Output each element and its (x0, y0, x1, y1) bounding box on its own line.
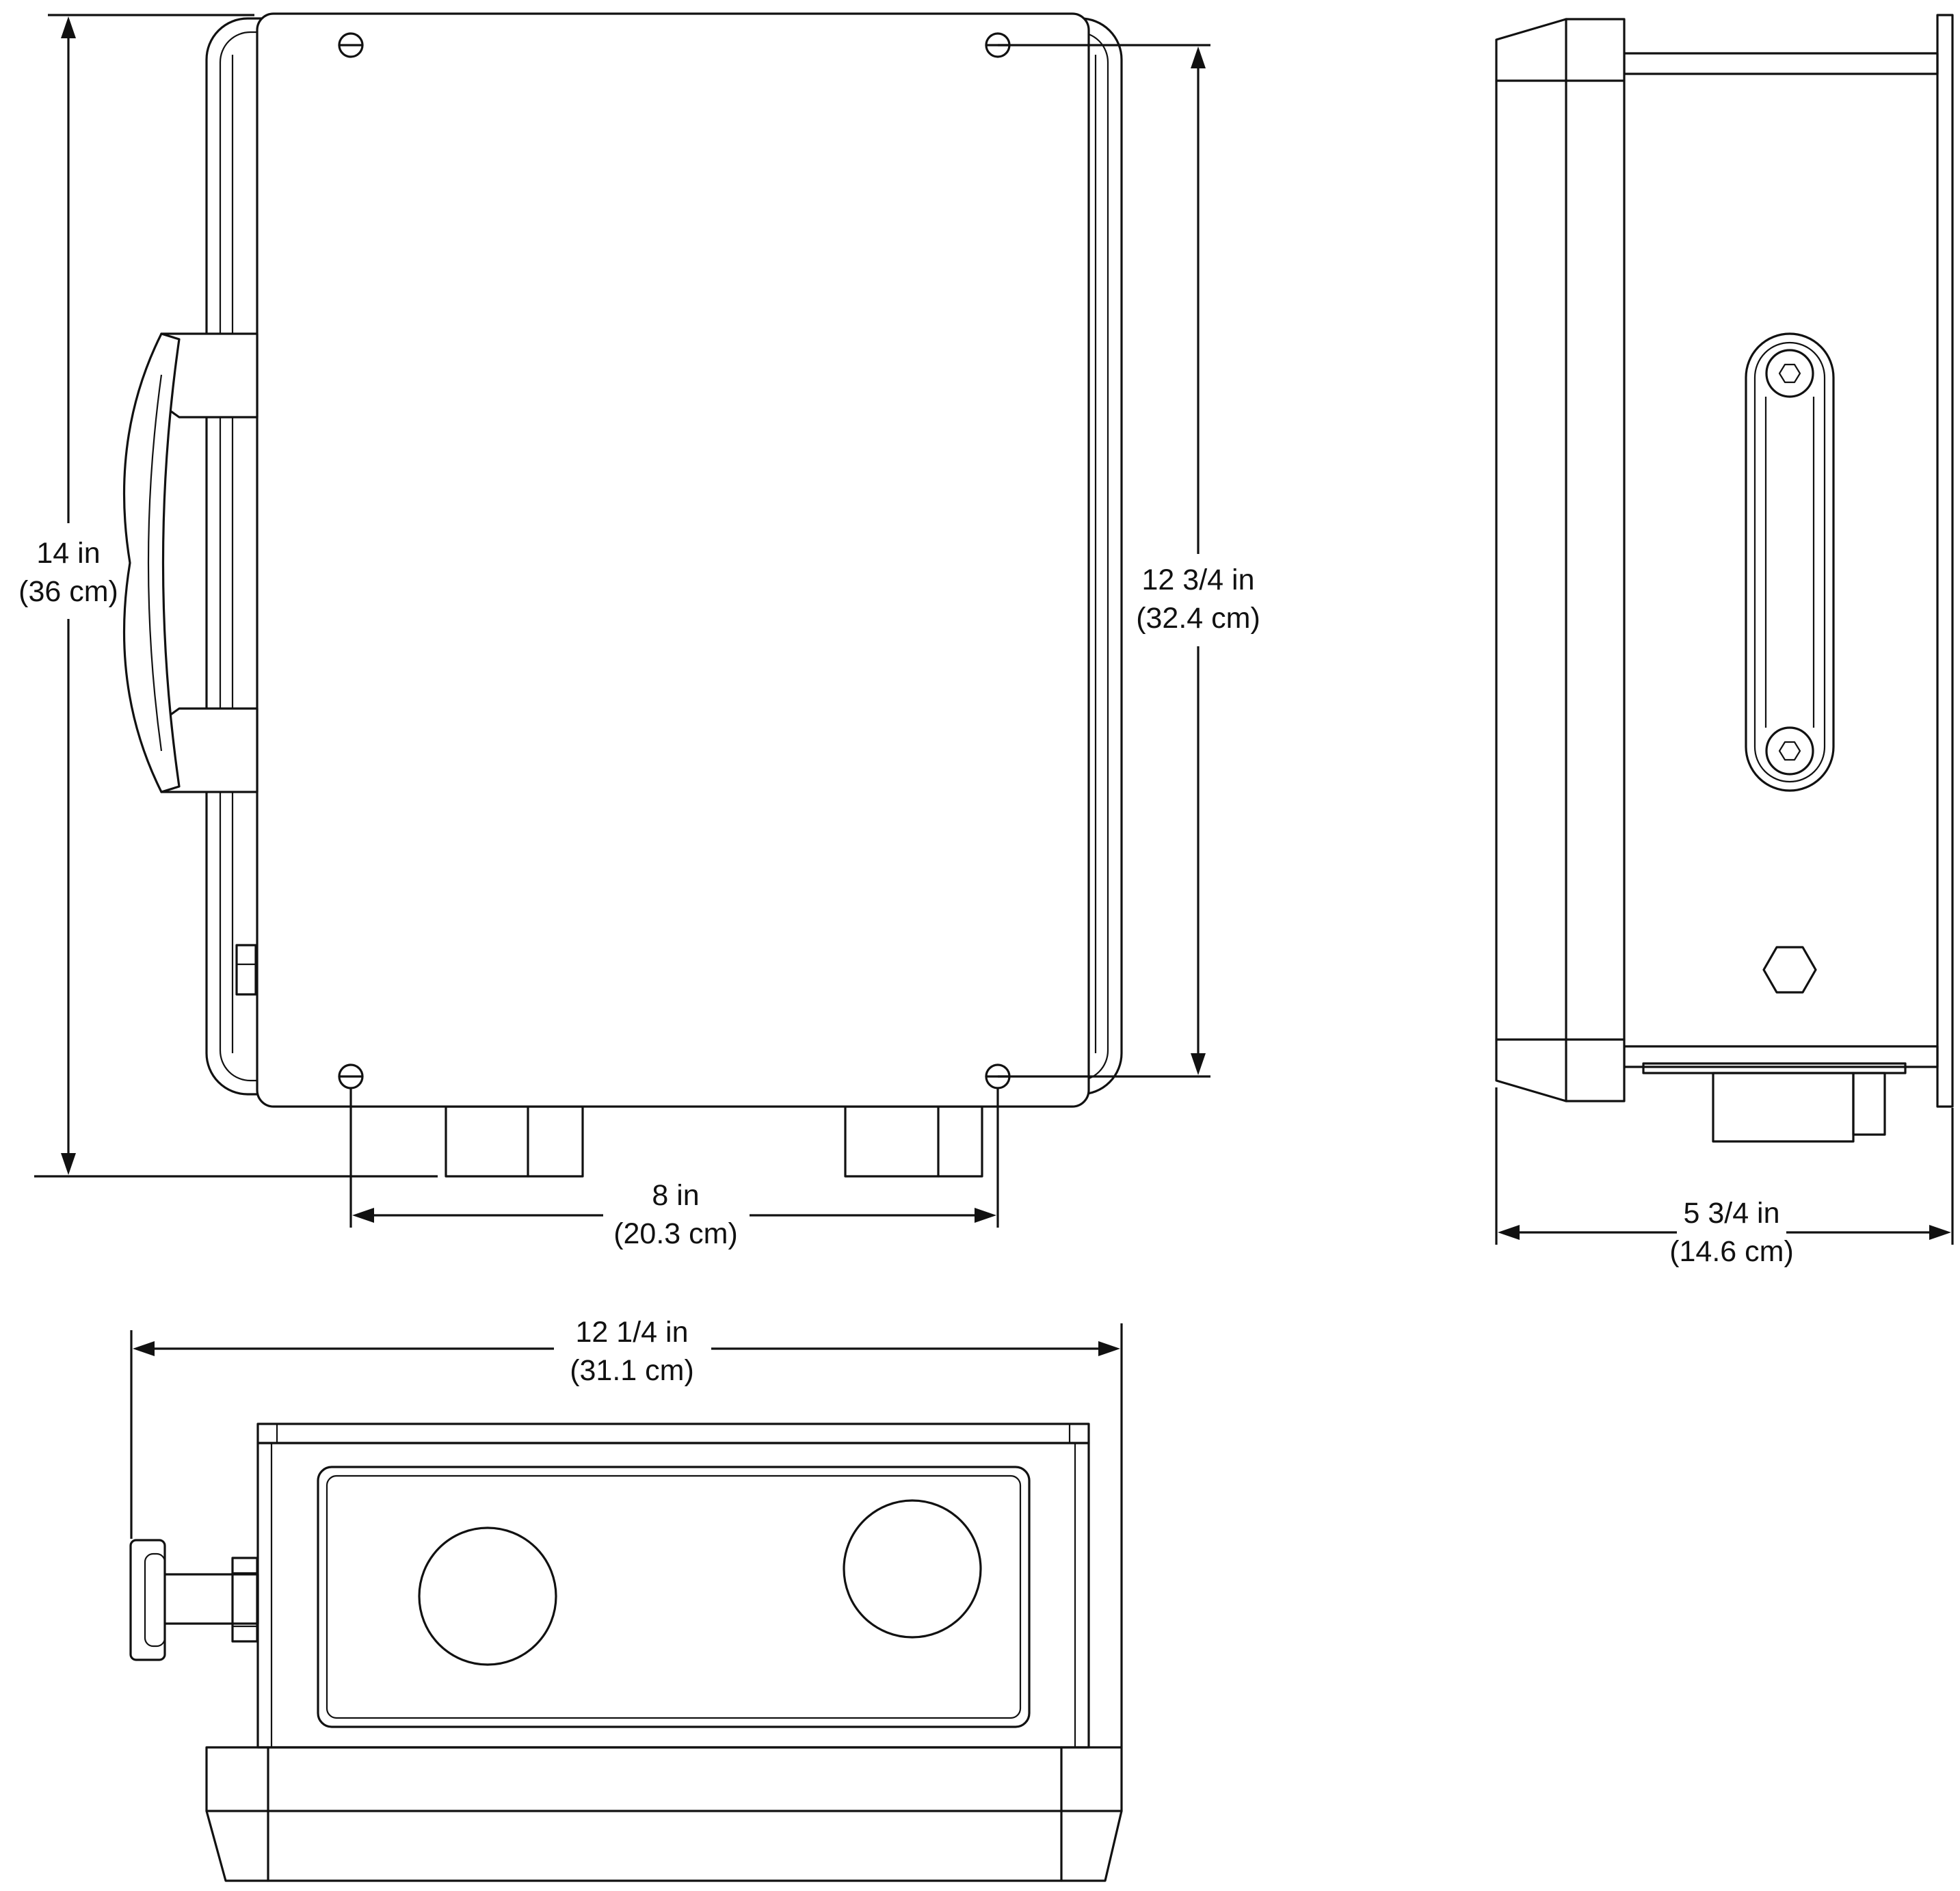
dimension-mounting-height (998, 44, 1210, 1078)
handle-cap (129, 1539, 166, 1661)
overall-width-metric: (31.1 cm) (570, 1354, 694, 1387)
bottom-base (205, 1746, 1123, 1882)
depth-label: 5 3/4 in (1683, 1197, 1779, 1230)
dimension-depth (1495, 1087, 1954, 1245)
front-view: 14 in (36 cm) 12 3/4 in (32.4 cm) 8 in (… (18, 12, 1260, 1250)
wall-back-plate (1936, 14, 1954, 1108)
bottom-hub-panel (317, 1466, 1031, 1728)
mounting-plate-top (1623, 52, 1939, 75)
mounting-width-metric: (20.3 cm) (613, 1217, 738, 1250)
bracket-bolt-top (1765, 349, 1814, 398)
handle-rod (161, 1573, 259, 1625)
dimension-mounting-width (349, 1087, 999, 1228)
hub-nut (1642, 1062, 1907, 1074)
conduit-hub-right (844, 1105, 983, 1178)
handle-grip (122, 332, 181, 793)
bottom-body (256, 1442, 1090, 1749)
mounting-height-metric: (32.4 cm) (1136, 602, 1260, 635)
bottom-hub-panel-inner (326, 1475, 1022, 1719)
hub-end (1852, 1072, 1886, 1136)
side-bracket-inner (1753, 341, 1826, 783)
handle-rod-collar (231, 1557, 259, 1643)
screw-top-left (338, 32, 364, 58)
bracket-bolt-bottom (1765, 726, 1814, 776)
mounting-width-label: 8 in (652, 1179, 699, 1212)
handle-cap-inner (144, 1552, 166, 1648)
bottom-handle-end (129, 1539, 259, 1661)
conduit-hub-left (445, 1105, 584, 1178)
overall-height-label: 14 in (36, 537, 100, 570)
overall-height-metric: (36 cm) (18, 575, 118, 608)
front-door (256, 12, 1090, 1108)
dimension-overall-width (130, 1323, 1123, 1747)
knockout-left (418, 1526, 557, 1666)
depth-metric: (14.6 cm) (1669, 1235, 1794, 1268)
side-view: 5 3/4 in (14.6 cm) (1495, 14, 1954, 1268)
dimension-overall-height (34, 14, 438, 1178)
knockout-right (843, 1499, 982, 1639)
hex-fitting (1762, 946, 1817, 994)
handle-grip-inner (147, 374, 163, 752)
bottom-top-lip (256, 1423, 1090, 1444)
overall-width-label: 12 1/4 in (576, 1316, 689, 1349)
side-body (1495, 18, 1626, 1102)
mounting-height-label: 12 3/4 in (1142, 564, 1255, 596)
bottom-view: 12 1/4 in (31.1 cm) (129, 1316, 1123, 1882)
door-handle (122, 332, 259, 793)
hub-body (1712, 1072, 1855, 1143)
latch (235, 944, 257, 996)
side-mounting-bracket (1745, 332, 1835, 792)
